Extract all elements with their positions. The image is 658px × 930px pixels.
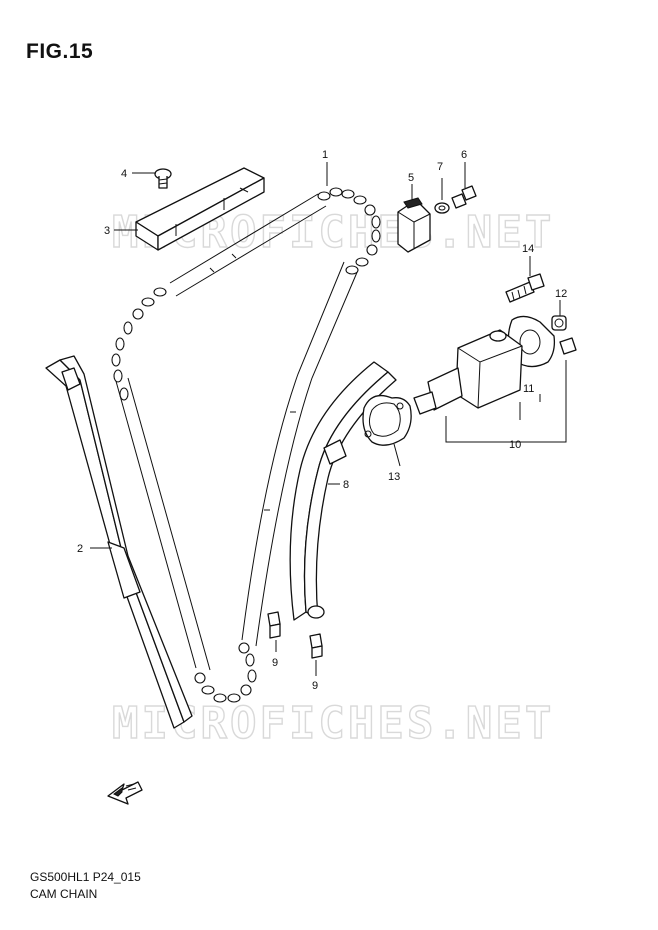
callout-10: 10 bbox=[509, 439, 521, 451]
callout-11: 11 bbox=[523, 383, 534, 395]
callout-5: 5 bbox=[408, 172, 414, 184]
figure-title: FIG.15 bbox=[26, 40, 94, 63]
leader-lines bbox=[90, 162, 561, 676]
front-arrow-icon bbox=[107, 781, 143, 805]
part-3-upper-chain-guide[interactable] bbox=[135, 167, 265, 251]
callout-9-left: 9 bbox=[272, 657, 278, 669]
part-1-cam-chain[interactable] bbox=[111, 187, 381, 703]
callout-13: 13 bbox=[388, 471, 400, 483]
bracket-10 bbox=[445, 360, 567, 443]
callout-12: 12 bbox=[555, 288, 567, 300]
callout-6: 6 bbox=[461, 149, 467, 161]
figure-name: CAM CHAIN bbox=[30, 887, 98, 901]
part-5-damper[interactable] bbox=[397, 197, 431, 253]
part-9-bolt-left[interactable] bbox=[267, 611, 281, 639]
callout-9-right: 9 bbox=[312, 680, 318, 692]
part-12-cap[interactable] bbox=[551, 315, 567, 331]
part-2-chain-tensioner[interactable] bbox=[45, 355, 193, 729]
callout-3: 3 bbox=[104, 225, 110, 237]
callout-8: 8 bbox=[343, 479, 349, 491]
part-10-tensioner-adjuster[interactable] bbox=[413, 329, 577, 415]
part-4-screw[interactable] bbox=[154, 168, 172, 189]
bracket-11 bbox=[519, 394, 541, 420]
callout-7: 7 bbox=[437, 161, 443, 173]
part-6-bolt[interactable] bbox=[451, 185, 477, 209]
callout-2: 2 bbox=[77, 543, 83, 555]
part-9-bolt-right[interactable] bbox=[309, 633, 323, 659]
part-8-chain-guide[interactable] bbox=[289, 361, 397, 621]
callout-14: 14 bbox=[522, 243, 534, 255]
figure-code: GS500HL1 P24_015 bbox=[30, 870, 141, 884]
part-13-gasket[interactable] bbox=[362, 394, 412, 446]
part-14-bolt[interactable] bbox=[505, 273, 545, 303]
callout-4: 4 bbox=[121, 168, 127, 180]
callout-1: 1 bbox=[322, 149, 328, 161]
part-7-washer[interactable] bbox=[434, 202, 450, 214]
